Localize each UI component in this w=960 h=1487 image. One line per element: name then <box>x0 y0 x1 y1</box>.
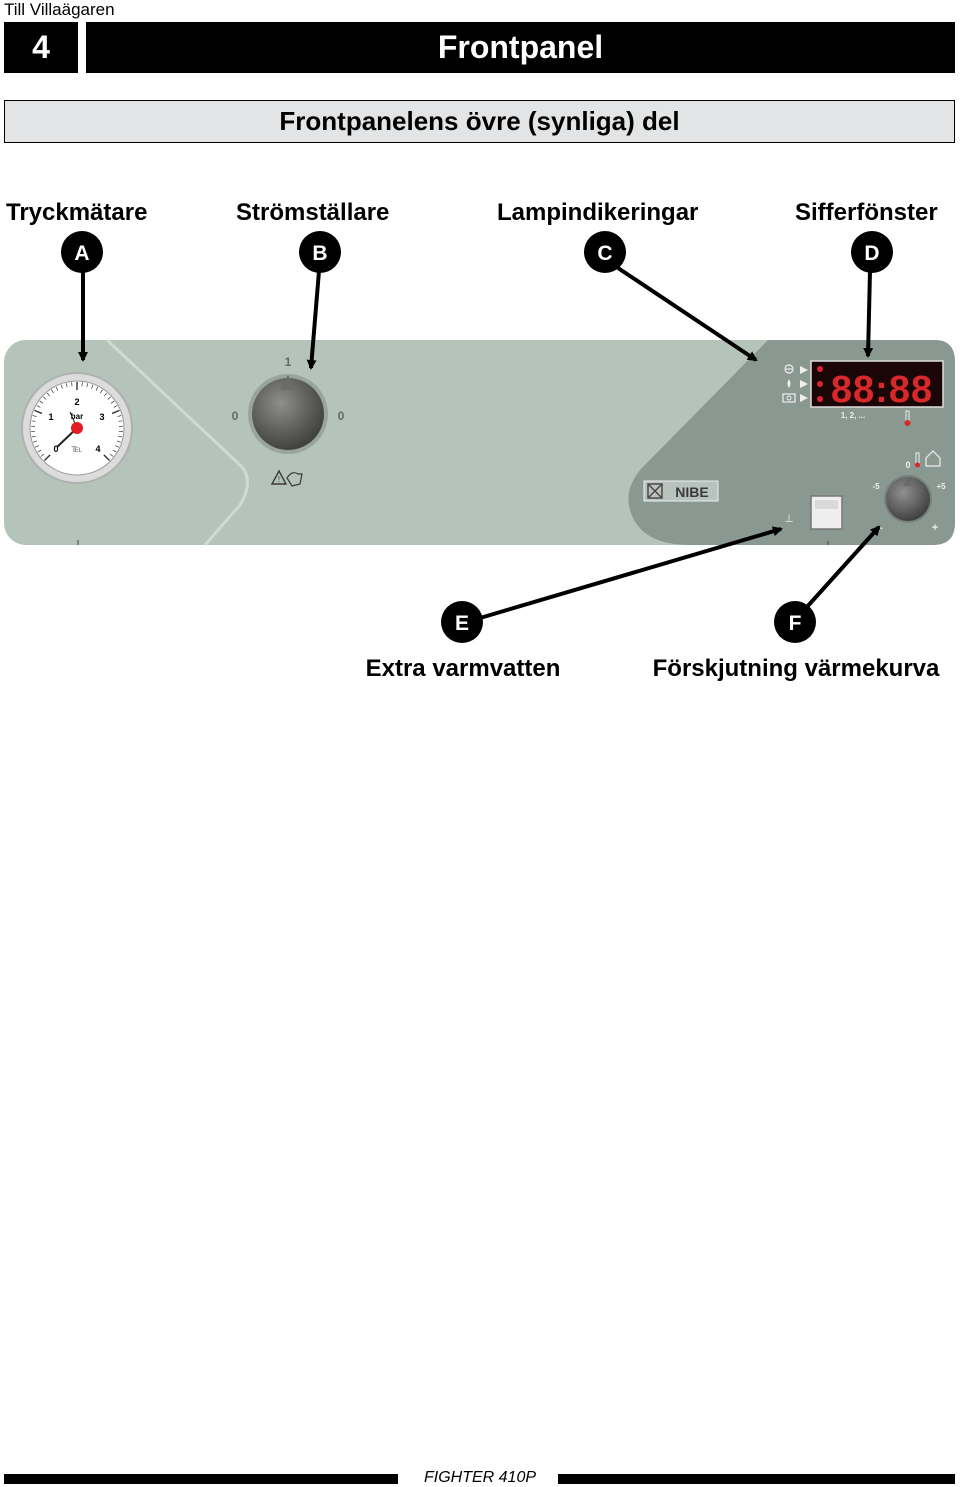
svg-text:B: B <box>312 242 327 265</box>
pressure-gauge: 2 1 3 0 4 bar ℡ <box>22 373 132 483</box>
switch-label-top: 1 <box>285 355 292 369</box>
callout-circle-b: B <box>299 231 341 273</box>
gauge-red-marker <box>71 422 83 434</box>
footer-model: FIGHTER 410P <box>424 1469 536 1487</box>
svg-text:A: A <box>74 242 89 265</box>
knob-minus-five: -5 <box>872 482 880 491</box>
svg-text:℡: ℡ <box>71 444 83 455</box>
svg-text:D: D <box>864 242 879 265</box>
callout-label-d: Sifferfönster <box>795 199 938 227</box>
knob-plus: + <box>932 522 938 534</box>
callout-circle-d: D <box>851 231 893 273</box>
svg-text:⊥: ⊥ <box>784 513 794 525</box>
knob-zero: 0 <box>905 460 910 470</box>
display-digits: 88:88 <box>831 369 933 411</box>
page-title: Frontpanel <box>86 22 955 73</box>
front-panel-diagram: 2 1 3 0 4 bar ℡ 1 0 0 ! <box>0 230 960 650</box>
svg-text:!: ! <box>278 475 280 484</box>
display-sublabel: 1, 2, ... <box>841 411 865 420</box>
gauge-unit: bar <box>71 412 83 421</box>
subheading: Frontpanelens övre (synliga) del <box>4 100 955 143</box>
section-label: Till Villaägaren <box>4 0 115 20</box>
callout-label-e: Extra varmvatten <box>366 655 561 683</box>
switch-label-right: 0 <box>338 409 345 423</box>
knob-plus-five: +5 <box>936 482 946 491</box>
gauge-tick-3: 3 <box>99 412 104 422</box>
callout-circle-c: C <box>584 231 626 273</box>
callout-label-c: Lampindikeringar <box>497 199 698 227</box>
gauge-tick-2: 2 <box>74 397 79 407</box>
callout-circle-f: F <box>774 601 816 643</box>
svg-text:E: E <box>455 612 469 635</box>
footer-rule-right <box>558 1474 955 1484</box>
gauge-tick-4: 4 <box>95 444 100 454</box>
gauge-tick-1: 1 <box>48 412 53 422</box>
callout-circle-a: A <box>61 231 103 273</box>
nibe-logo: NIBE <box>644 481 718 501</box>
switch-label-left: 0 <box>232 409 239 423</box>
callout-label-a: Tryckmätare <box>6 199 147 227</box>
chapter-number: 4 <box>4 22 78 73</box>
callout-label-b: Strömställare <box>236 199 389 227</box>
callout-circle-e: E <box>441 601 483 643</box>
callout-label-f: Förskjutning värmekurva <box>653 655 940 683</box>
svg-text:C: C <box>597 242 612 265</box>
footer-rule-left <box>4 1474 398 1484</box>
svg-text:NIBE: NIBE <box>675 484 708 500</box>
svg-text:F: F <box>789 612 802 635</box>
